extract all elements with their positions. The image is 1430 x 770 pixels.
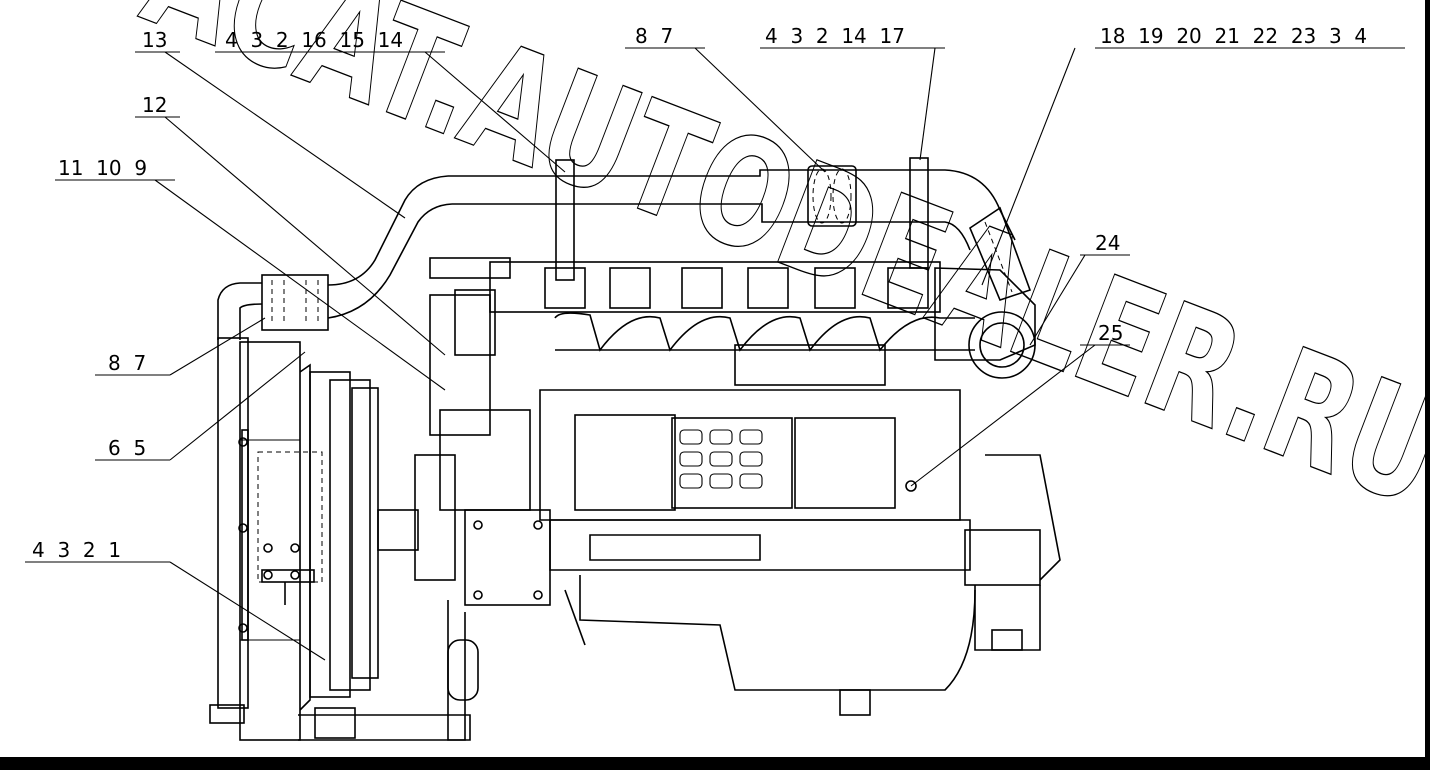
callout-label: 4 3 2 14 17 [765, 24, 905, 48]
callout-label: 24 [1095, 231, 1120, 255]
callout-label: 8 7 [108, 351, 146, 375]
watermark: ACAT.AUTODEALER.RU [123, 0, 1430, 541]
engine-block [539, 389, 971, 571]
callout-label: 4 3 2 1 [32, 538, 121, 562]
callout-label: 13 [142, 28, 167, 52]
exhaust-manifold [554, 267, 1036, 386]
intake-crossover-pipe [548, 157, 1032, 301]
callout-labels: 13 4 3 2 16 15 14 8 7 4 3 2 14 17 18 19 … [32, 24, 1367, 562]
callout-label: 18 19 20 21 22 23 3 4 [1100, 24, 1367, 48]
callout-label: 11 10 9 [58, 156, 147, 180]
cylinder-head [429, 257, 941, 313]
right-border [1425, 0, 1430, 770]
upper-coolant-hose [217, 175, 552, 340]
leader-lines [25, 47, 1405, 661]
front-cover [298, 289, 551, 741]
bottom-border [0, 757, 1430, 770]
callout-label: 4 3 2 16 15 14 [225, 28, 403, 52]
oil-pan [564, 575, 976, 716]
fan-shroud [299, 363, 379, 741]
engine-mount [964, 454, 1061, 651]
watermark-text: ACAT.AUTODEALER.RU [124, 0, 1430, 540]
callout-label: 25 [1098, 321, 1123, 345]
radiator [209, 337, 323, 741]
callout-label: 6 5 [108, 436, 146, 460]
callout-label: 12 [142, 93, 167, 117]
callout-label: 8 7 [635, 24, 673, 48]
